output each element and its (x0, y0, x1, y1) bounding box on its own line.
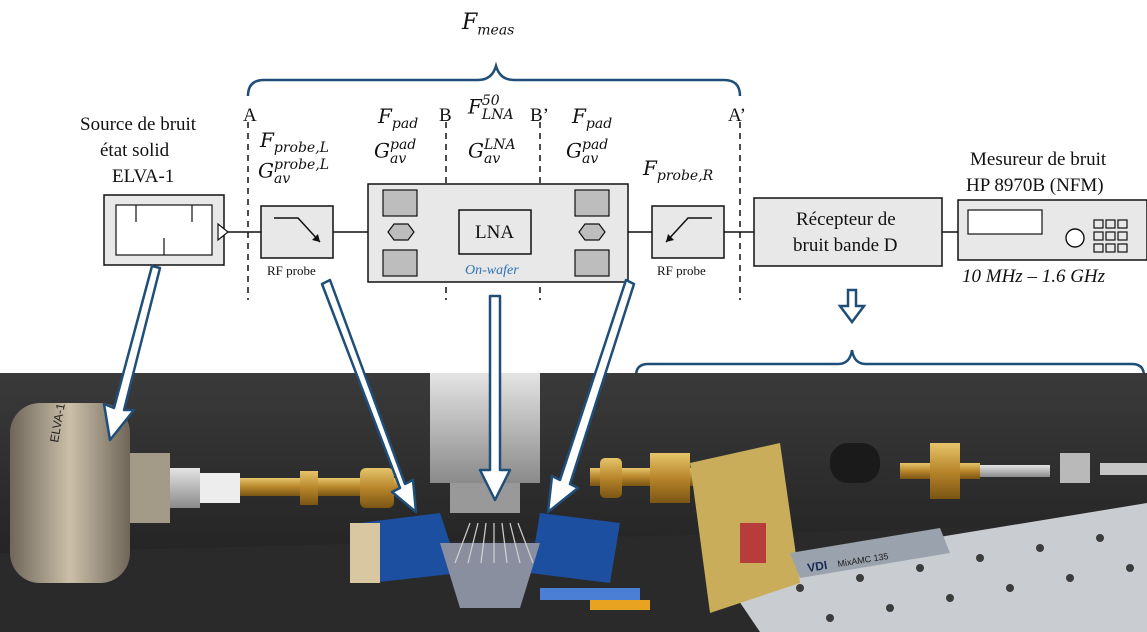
rf-probe-left-label: RF probe (267, 264, 316, 277)
rf-probe-right-block (652, 206, 724, 258)
receiver-line2: bruit bande D (793, 236, 897, 255)
lna-label: LNA (475, 223, 514, 242)
noise-source-block (104, 195, 228, 265)
block-diagram (0, 0, 1147, 373)
receiver-line1: Récepteur de (796, 210, 896, 229)
rf-probe-right-label: RF probe (657, 264, 706, 277)
receiver-bracket (636, 350, 1144, 373)
noise-meter-block (958, 200, 1147, 260)
on-wafer-label: On-wafer (465, 264, 519, 278)
rf-probe-left-block (261, 206, 333, 258)
lab-photo: ELVA-1 VDI MixAMC 135 (0, 373, 1147, 632)
receiver-down-arrow (840, 290, 864, 322)
fmeas-bracket (248, 66, 740, 96)
